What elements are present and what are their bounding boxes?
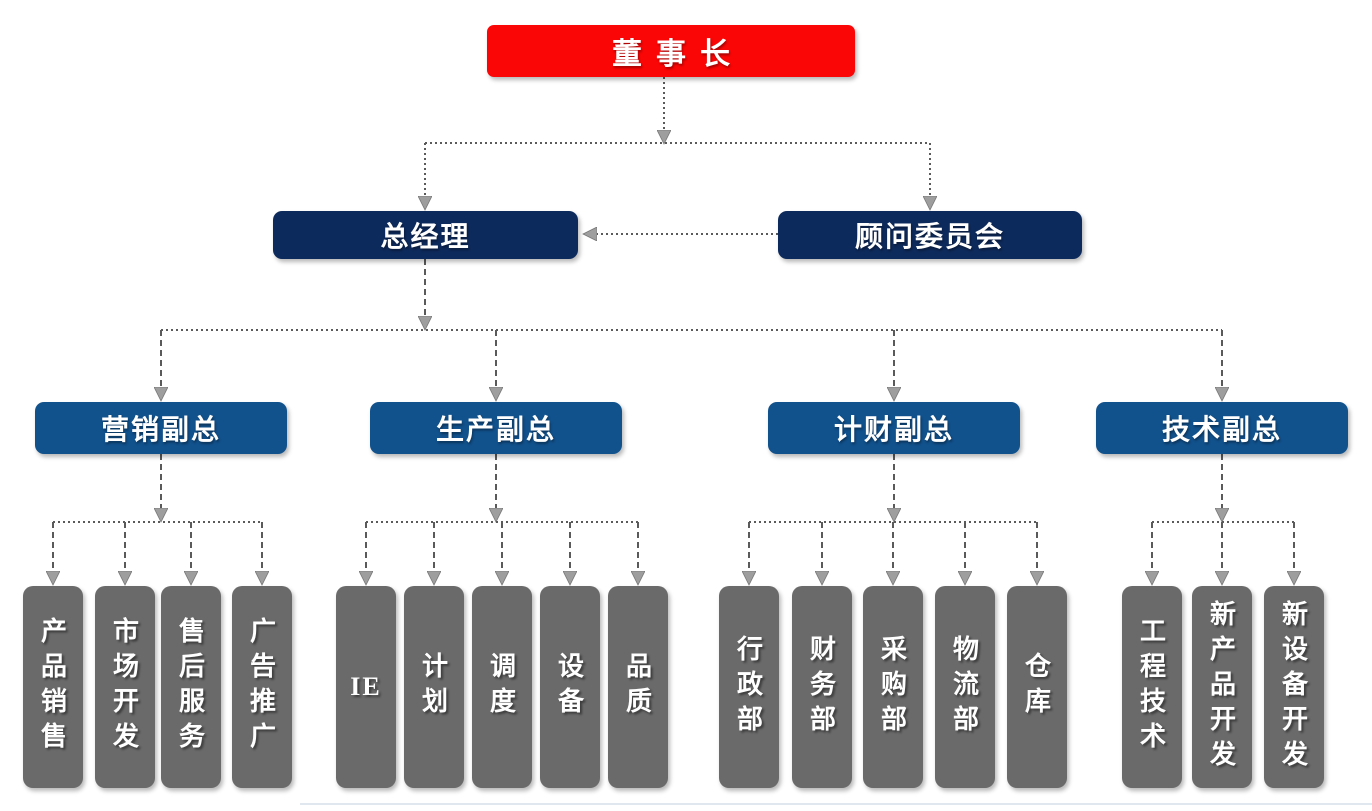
node-dept-new-product-development: 新产品开发 xyxy=(1192,586,1252,788)
node-general-manager: 总经理 xyxy=(273,211,578,259)
node-dept-ie: IE xyxy=(336,586,396,788)
node-dept-purchasing: 采购部 xyxy=(863,586,923,788)
node-dept-new-equipment-development: 新设备开发 xyxy=(1264,586,1324,788)
node-vp-marketing: 营销副总 xyxy=(35,402,287,454)
node-dept-warehouse: 仓库 xyxy=(1007,586,1067,788)
node-dept-planning: 计划 xyxy=(404,586,464,788)
node-dept-advertising: 广告推广 xyxy=(232,586,292,788)
node-vp-production: 生产副总 xyxy=(370,402,622,454)
node-dept-product-sales: 产品销售 xyxy=(23,586,83,788)
bottom-divider xyxy=(300,803,1372,805)
node-dept-scheduling: 调度 xyxy=(472,586,532,788)
node-dept-market-development: 市场开发 xyxy=(95,586,155,788)
node-dept-after-sales-service: 售后服务 xyxy=(161,586,221,788)
node-dept-quality: 品质 xyxy=(608,586,668,788)
node-dept-finance: 财务部 xyxy=(792,586,852,788)
node-advisory-committee: 顾问委员会 xyxy=(778,211,1082,259)
node-dept-engineering-technology: 工程技术 xyxy=(1122,586,1182,788)
node-dept-logistics: 物流部 xyxy=(935,586,995,788)
node-dept-administration: 行政部 xyxy=(719,586,779,788)
node-vp-technology: 技术副总 xyxy=(1096,402,1348,454)
node-chairman: 董事长 xyxy=(487,25,855,77)
node-vp-finance: 计财副总 xyxy=(768,402,1020,454)
node-dept-equipment: 设备 xyxy=(540,586,600,788)
